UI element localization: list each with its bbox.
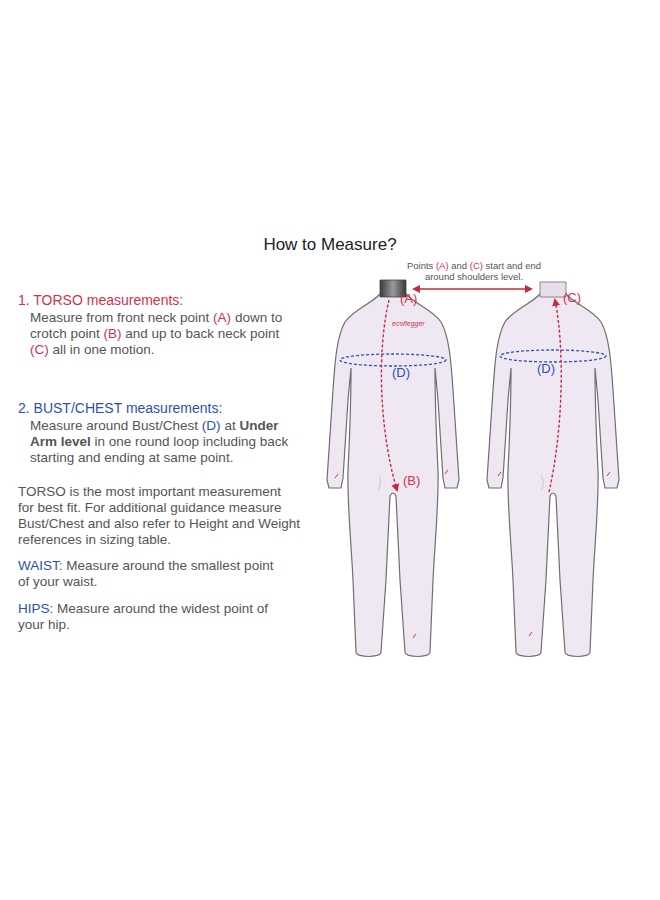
text-block: HIPS: Measure around the widest point of… [18, 601, 288, 633]
front-suit [327, 280, 459, 657]
note-text: Points [407, 260, 433, 271]
text-block: 1. TORSO measurements: [18, 292, 293, 309]
note-text: (A) [213, 310, 231, 325]
text-block: 2. BUST/CHEST measurements: [18, 400, 293, 417]
shoulder-level-arrow [414, 288, 531, 289]
note-text: Measure around Bust/Chest [30, 418, 198, 433]
note-text: (C) [30, 342, 49, 357]
note-text: HIPS: [18, 601, 53, 616]
note-text: (B) [104, 326, 122, 341]
note-text: 1. TORSO measurements: [18, 292, 183, 308]
text-block: Measure from front neck point (A) down t… [30, 310, 292, 358]
note-text: and up to back neck point [125, 326, 279, 341]
note-text: all in one motion. [53, 342, 155, 357]
brand-logo: ecoflegger [392, 320, 425, 327]
text-block: Measure around Bust/Chest (D) at Under A… [30, 418, 292, 466]
note-text: TORSO is the most important measurement … [18, 484, 300, 547]
note-text: (A) [436, 260, 449, 271]
note-text: (D) [202, 418, 221, 433]
title: How to Measure? [0, 235, 660, 255]
text-block: TORSO is the most important measurement … [18, 484, 300, 548]
note-text: (C) [470, 260, 483, 271]
point-label: (B) [403, 473, 420, 488]
note-text: and [451, 260, 467, 271]
note-text: at [224, 418, 235, 433]
note-text: Measure around the widest point of your … [18, 601, 268, 632]
note-text: WAIST: [18, 558, 63, 573]
point-label: (A) [400, 291, 417, 306]
text-block: WAIST: Measure around the smallest point… [18, 558, 288, 590]
back-suit [487, 282, 619, 657]
text-block: Points (A) and (C) start and end around … [396, 260, 552, 282]
point-label: (C) [563, 290, 581, 305]
point-label: (D) [537, 361, 555, 376]
note-text: 2. BUST/CHEST measurements: [18, 400, 222, 416]
point-label: (D) [392, 365, 410, 380]
note-text: Measure from front neck point [30, 310, 209, 325]
